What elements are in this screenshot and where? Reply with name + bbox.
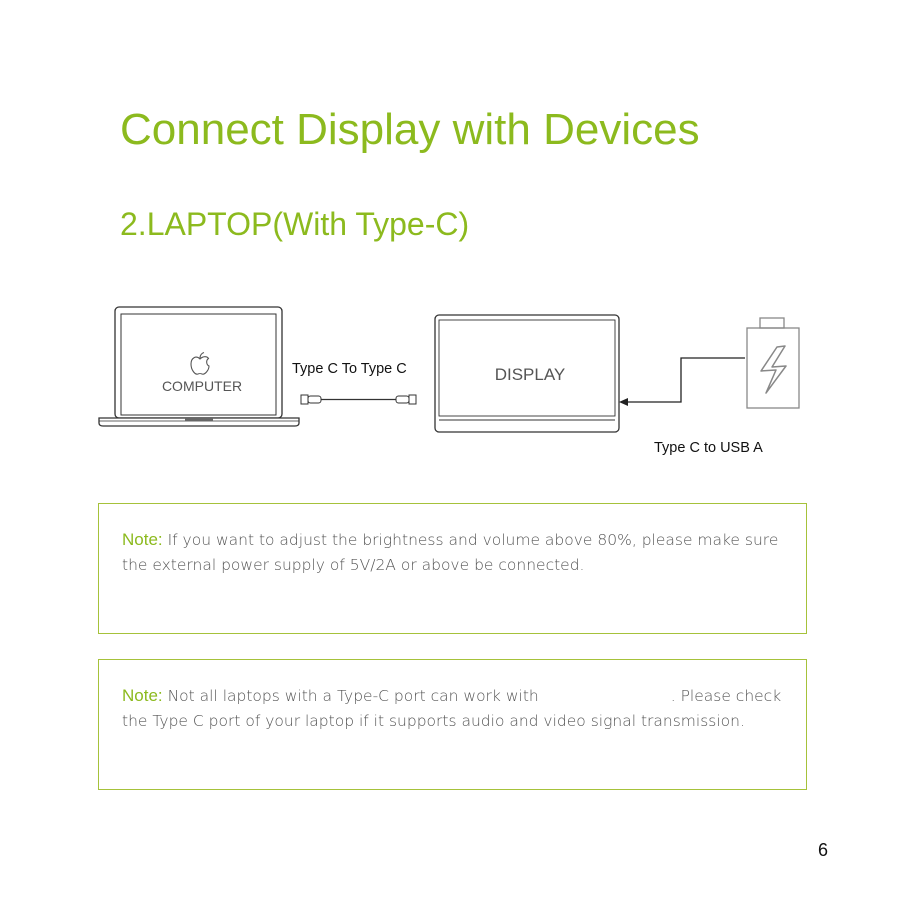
cable-type-c-label: Type C To Type C — [292, 361, 407, 377]
computer-label: COMPUTER — [162, 378, 242, 394]
laptop-illustration — [98, 306, 300, 427]
page-number: 6 — [818, 840, 829, 860]
note-body: If you want to adjust the brightness and… — [122, 531, 779, 574]
arrow-icon — [619, 357, 745, 406]
note-text: Note: Not all laptops with a Type-C port… — [122, 684, 782, 733]
cable-usb-a-label: Type C to USB A — [654, 440, 763, 456]
section-subtitle: 2.LAPTOP(With Type-C) — [120, 206, 470, 242]
display-label: DISPLAY — [495, 365, 566, 384]
note-body-start: Not all laptops with a Type-C port can w… — [167, 687, 539, 705]
apple-logo-icon — [190, 351, 210, 375]
page-title: Connect Display with Devices — [120, 105, 700, 154]
cable-icon — [300, 394, 417, 405]
note-box-compatibility: Note: Not all laptops with a Type-C port… — [98, 659, 807, 790]
note-box-brightness: Note: If you want to adjust the brightne… — [98, 503, 807, 634]
note-body-end: . Please check the Type C port of your l… — [122, 687, 782, 730]
note-label: Note: — [122, 530, 163, 549]
note-text: Note: If you want to adjust the brightne… — [122, 528, 782, 577]
note-label: Note: — [122, 686, 163, 705]
battery-charging-icon — [746, 317, 800, 409]
display-illustration — [434, 314, 620, 433]
